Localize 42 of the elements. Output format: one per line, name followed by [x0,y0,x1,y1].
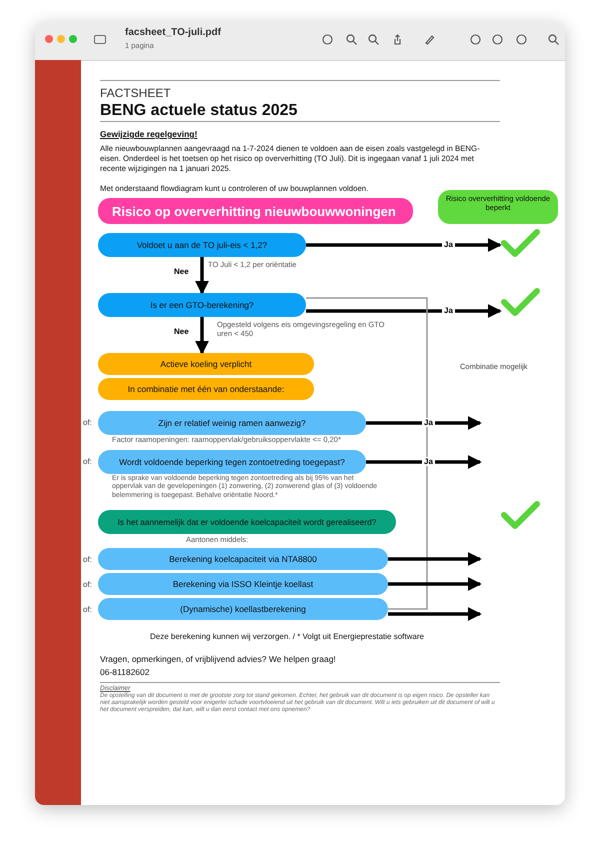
page-title: BENG actuele status 2025 [100,102,298,120]
edge-label: Ja [422,457,435,466]
contact-text: Vragen, opmerkingen, of vrijblijvend advies? We helpen graag! [100,654,336,664]
edge-label: Nee [172,267,191,276]
prefix-text: of: [83,580,92,589]
arrow [388,577,482,591]
prefix-text: of: [83,555,92,564]
checkmark-icon [500,287,540,317]
question-pill: Is het aannemelijk dat er voldoende koelcapaciteit wordt gerealiseerd? [98,510,396,534]
phone-number: 06-81182602 [100,667,150,677]
question-pill: Voldoet u aan de TO juli-eis < 1,2? [98,233,306,257]
checkmark-icon [500,228,540,258]
heading-text: FACTSHEET [100,86,171,100]
subheading-text: Gewijzigde regelgeving! [100,129,198,139]
edge-label: Ja [442,306,455,315]
question-pill: Zijn er relatief weinig ramen aanwezig? [98,411,366,435]
edge-label: Nee [172,327,191,336]
arrow [195,317,209,355]
method-pill: Berekening via ISSO Kleintje koellast [98,573,388,595]
prefix-text: of: [83,605,92,614]
edge-label: Ja [422,418,435,427]
checkmark-icon [500,500,540,530]
footnote-text: Deze berekening kunnen wij verzorgen. / * Volgt uit Energieprestatie software [150,632,424,641]
banner-pill: Risico op oververhitting nieuwbouwwoningen [98,198,413,224]
method-pill: (Dynamische) koellastberekening [98,598,388,620]
requirement-pill: In combinatie met één van onderstaande: [98,378,314,400]
arrow [306,238,502,252]
prefix-text: of: [83,457,92,466]
prefix-text: of: [83,418,92,427]
arrow [366,416,482,430]
edge-label: Ja [442,240,455,249]
file-name: facsheet_TO-juli.pdf [125,27,221,38]
requirement-pill: Actieve koeling verplicht [98,353,314,375]
arrow [388,552,482,566]
connector-line [306,297,428,610]
method-pill: Berekening koelcapaciteit via NTA8800 [98,548,388,570]
question-pill: Is er een GTO-berekening? [98,293,306,317]
question-pill: Wordt voldoende beperking tegen zontoetreding toegepast? [98,450,366,474]
arrow [195,257,209,295]
arrow [388,607,482,621]
arrow [306,304,502,318]
arrow [366,455,482,469]
